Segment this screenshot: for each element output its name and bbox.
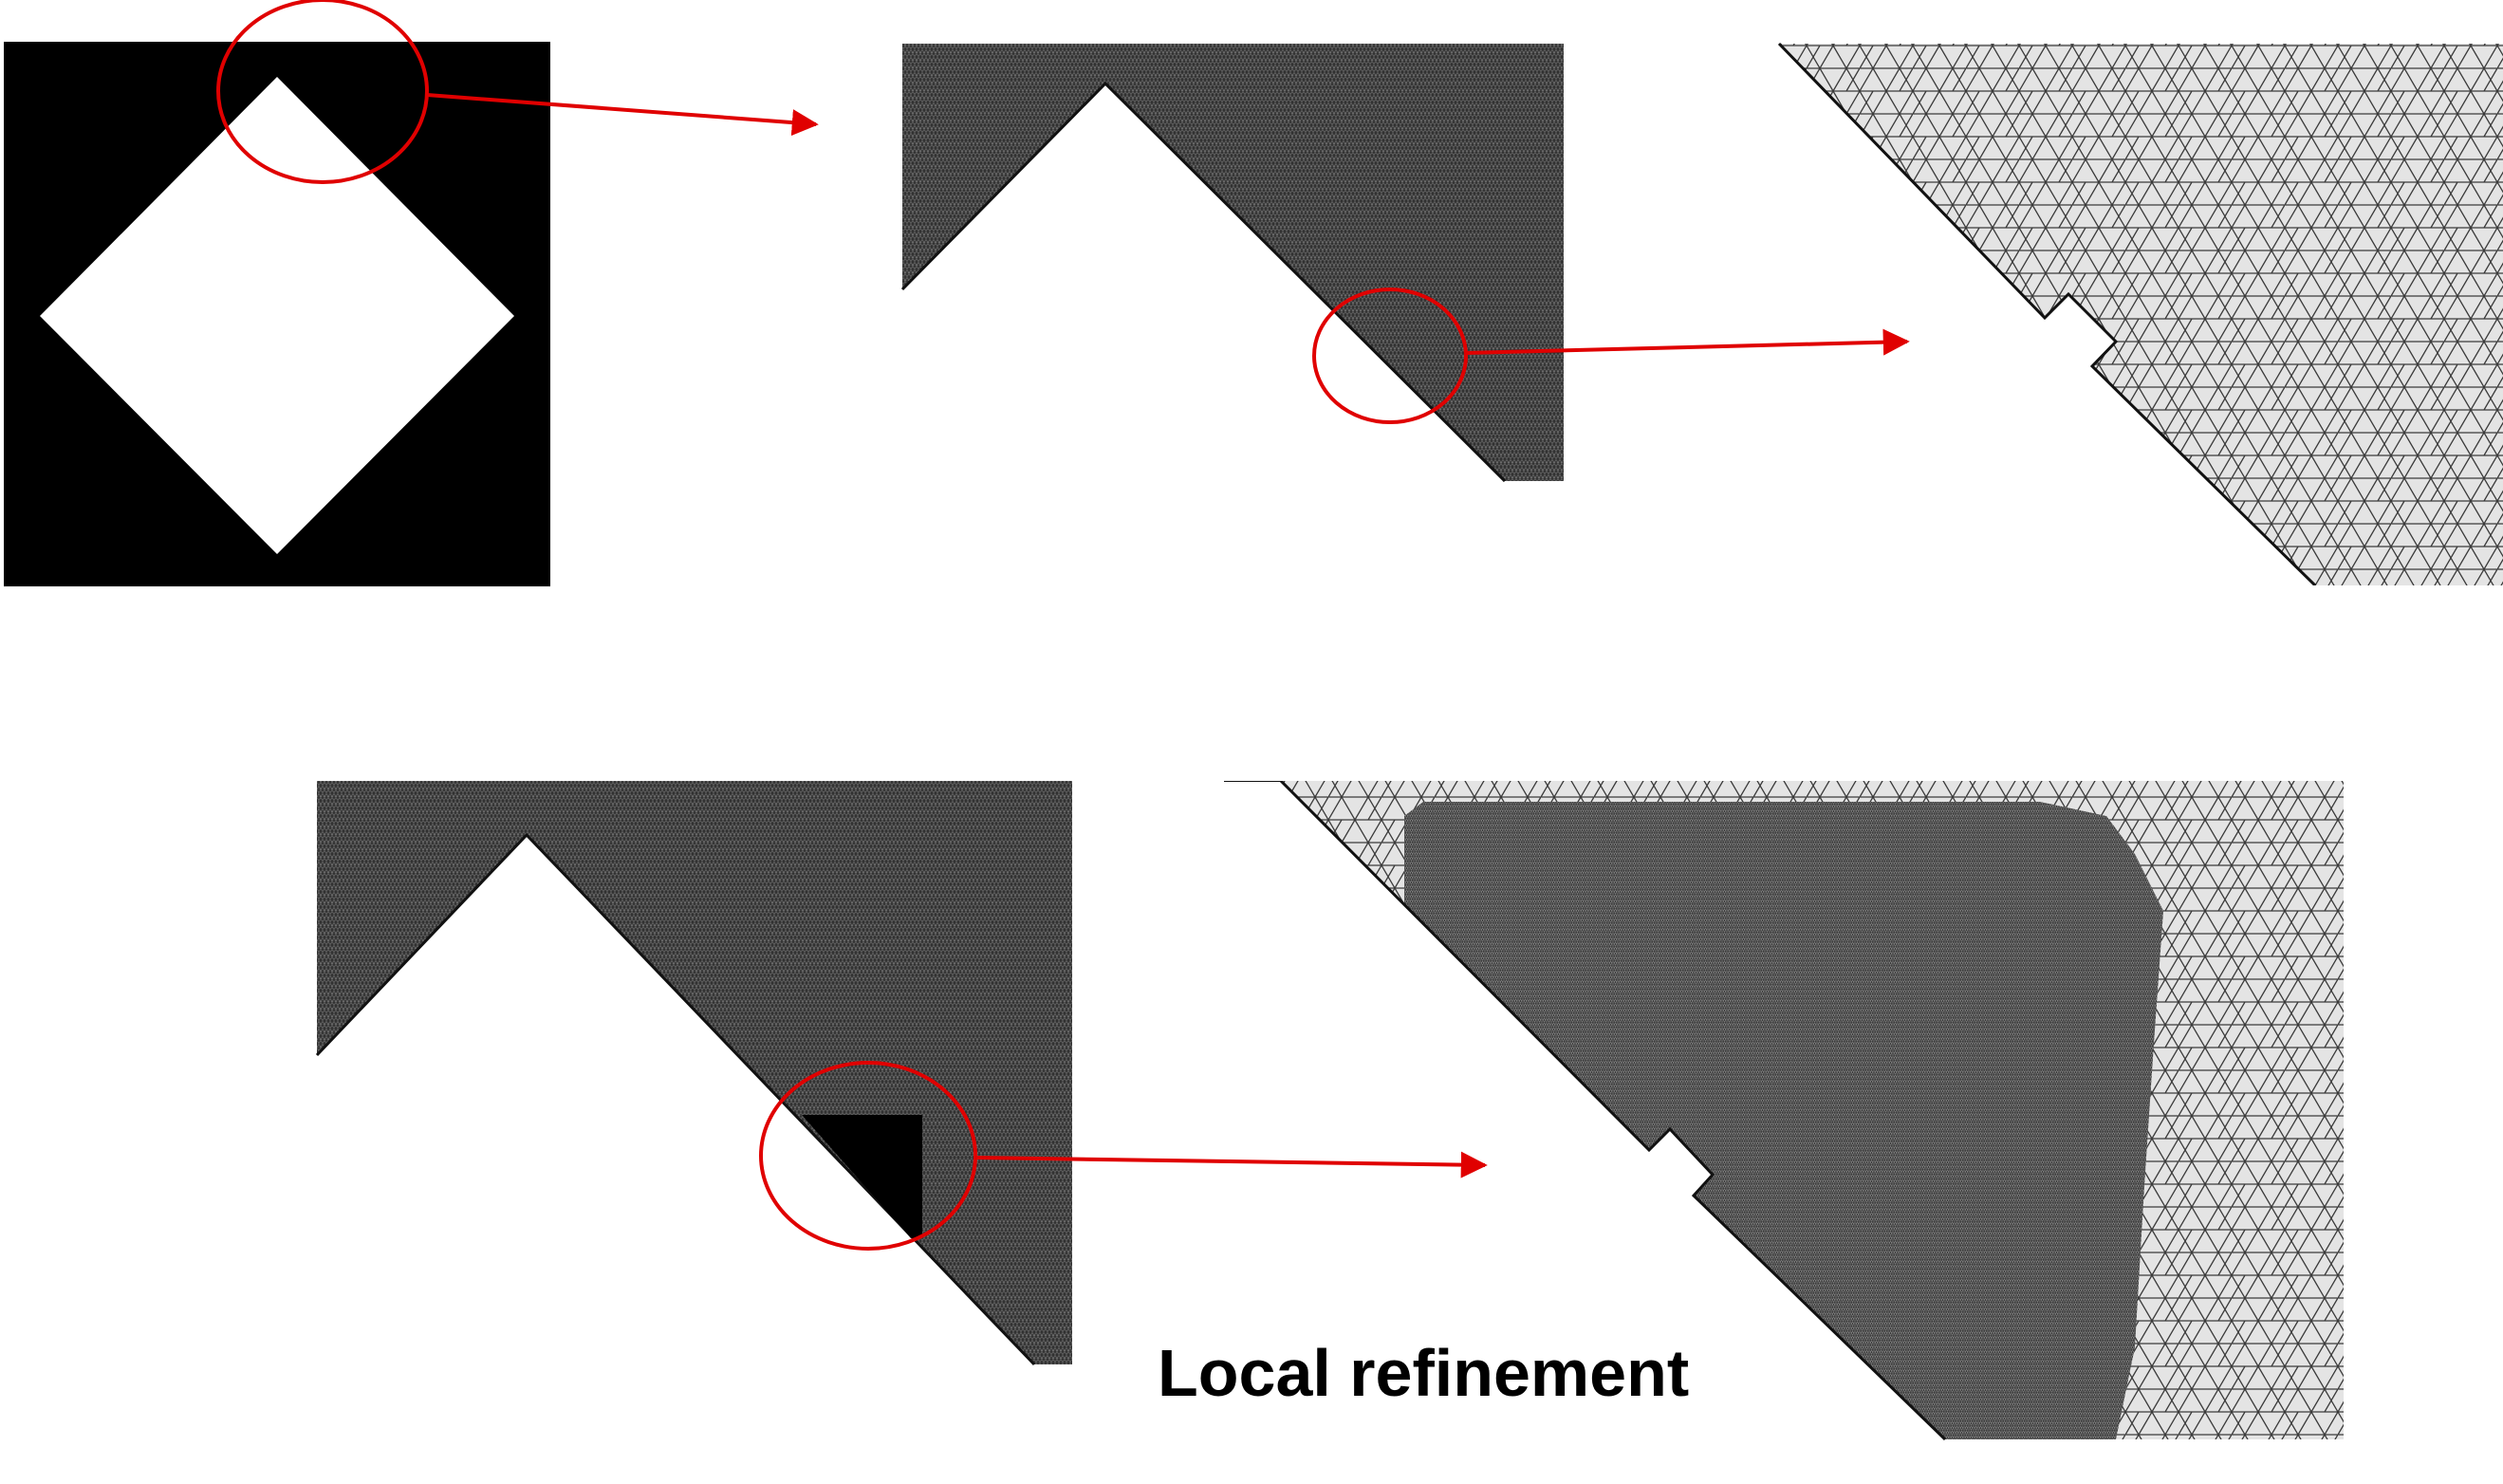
arrow-3 [974,1151,1488,1178]
binary-diamond-image [4,0,550,586]
arrow-2 [1465,328,1910,356]
zoomed-local-refinement [1224,781,2344,1440]
mesh-with-refined-region [315,781,1072,1366]
coarse-mesh-top-corner [900,44,1564,483]
caption-local-refinement: Local refinement [1158,1336,1690,1410]
zoom-circle-1 [216,0,429,184]
refined-region [802,1115,922,1238]
arrow-1 [426,93,819,137]
diamond-shape [40,77,514,554]
zoomed-mesh-edge [1777,43,2503,585]
zoom-circle-3 [759,1061,977,1251]
refined-mesh-region [1404,802,2163,1439]
zoom-circle-2 [1312,288,1468,424]
